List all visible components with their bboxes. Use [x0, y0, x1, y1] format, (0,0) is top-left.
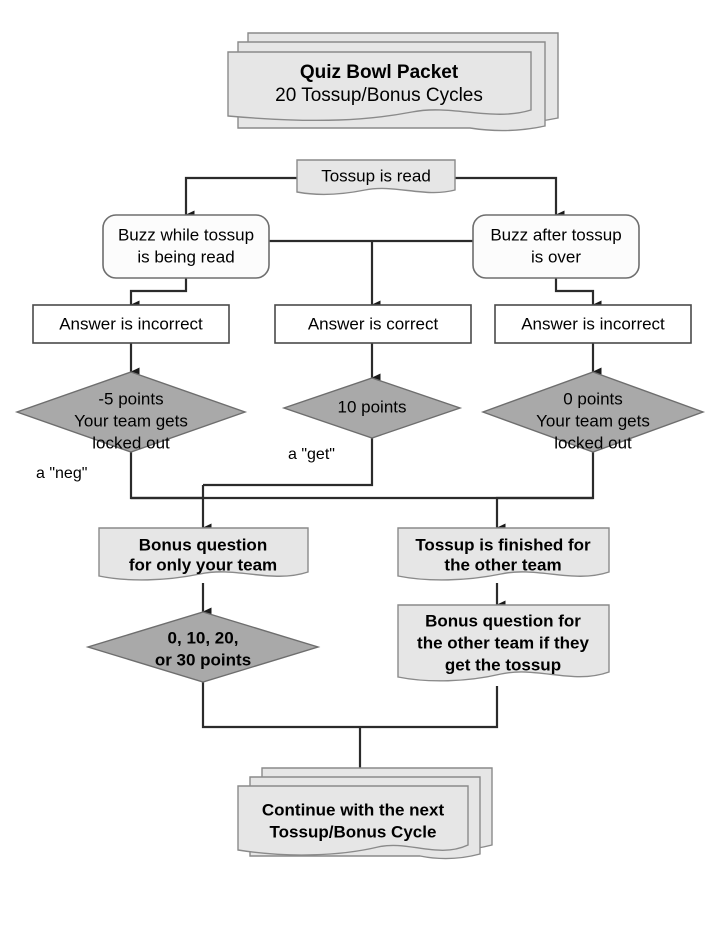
bonus-other-team-line1: Bonus question for [425, 611, 581, 630]
tossup-finished-line2: the other team [444, 555, 561, 574]
node-continue[interactable]: Continue with the next Tossup/Bonus Cycl… [237, 767, 493, 860]
buzz-after-shape [472, 214, 640, 279]
node-answer-incorrect-right[interactable]: Answer is incorrect [494, 304, 692, 344]
connector-buzzwhile-to-incorrect-left [129, 278, 188, 310]
get-points-shape [281, 377, 463, 439]
connector-get-to-bonusyourteam [203, 438, 374, 487]
bonus-your-team-line2: for only your team [129, 555, 277, 574]
neg-annotation-label: a "neg" [36, 465, 87, 482]
buzz-after-line2: is over [531, 247, 581, 266]
zero-points-line3: locked out [554, 433, 632, 452]
node-packet[interactable]: Quiz Bowl Packet 20 Tossup/Bonus Cycles [227, 32, 559, 132]
answer-incorrect-right-label: Answer is incorrect [521, 314, 665, 333]
neg-points-line3: locked out [92, 433, 170, 452]
node-buzz-while[interactable]: Buzz while tossup is being read [102, 214, 270, 279]
tossup-read-shape [296, 159, 456, 196]
connector-tossup-to-buzzafter [455, 176, 565, 220]
node-tossup-read[interactable]: Tossup is read [296, 159, 456, 196]
tossup-finished-shape [397, 527, 610, 581]
node-answer-incorrect-left[interactable]: Answer is incorrect [32, 304, 230, 344]
connector-buzzafter-to-incorrect-right [554, 278, 602, 310]
buzz-while-line1: Buzz while tossup [118, 225, 254, 244]
buzz-while-shape [102, 214, 270, 279]
zero-points-line1: 0 points [563, 389, 623, 408]
bonus-points-line2: or 30 points [155, 650, 251, 669]
get-annotation-label: a "get" [288, 446, 335, 463]
buzz-after-line1: Buzz after tossup [490, 225, 621, 244]
tossup-read-label: Tossup is read [321, 166, 431, 185]
answer-incorrect-left-shape [32, 304, 230, 344]
bonus-other-team-line3: get the tossup [445, 655, 561, 674]
answer-correct-label: Answer is correct [308, 314, 439, 333]
node-bonus-your-team[interactable]: Bonus question for only your team [98, 527, 309, 581]
continue-line1: Continue with the next [262, 800, 445, 819]
tossup-finished-line1: Tossup is finished for [415, 535, 591, 554]
answer-incorrect-right-shape [494, 304, 692, 344]
node-tossup-finished[interactable]: Tossup is finished for the other team [397, 527, 610, 581]
connector-tossup-to-buzzwhile [184, 176, 297, 220]
connector-zero-to-tossupfinished [495, 452, 595, 533]
neg-points-line1: -5 points [98, 389, 163, 408]
buzz-while-line2: is being read [137, 247, 234, 266]
packet-subtitle: 20 Tossup/Bonus Cycles [275, 85, 483, 106]
connector-bonuspoints-to-continue [201, 682, 360, 729]
bonus-other-team-line2: the other team if they [417, 633, 589, 652]
node-neg-points[interactable]: -5 points Your team gets locked out [14, 371, 248, 453]
neg-points-line2: Your team gets [74, 411, 188, 430]
bonus-your-team-shape [98, 527, 309, 581]
packet-front-sheet [227, 51, 532, 122]
connector-bonusother-to-continue [360, 686, 499, 729]
node-zero-points[interactable]: 0 points Your team gets locked out [480, 371, 706, 453]
connector-neg-to-bonusyourteam [129, 452, 203, 500]
continue-front-sheet [237, 785, 469, 856]
node-answer-correct[interactable]: Answer is correct [274, 304, 472, 344]
connector-layer [129, 176, 602, 785]
answer-correct-shape [274, 304, 472, 344]
answer-incorrect-left-label: Answer is incorrect [59, 314, 203, 333]
bonus-points-shape [85, 611, 321, 683]
zero-points-line2: Your team gets [536, 411, 650, 430]
neg-points-shape [14, 371, 248, 453]
node-get-points[interactable]: 10 points [281, 377, 463, 439]
continue-line2: Tossup/Bonus Cycle [270, 822, 437, 841]
node-buzz-after[interactable]: Buzz after tossup is over [472, 214, 640, 279]
zero-points-shape [480, 371, 706, 453]
get-points-line1: 10 points [338, 397, 407, 416]
packet-title: Quiz Bowl Packet [300, 62, 459, 83]
node-bonus-points[interactable]: 0, 10, 20, or 30 points [85, 611, 321, 683]
node-bonus-other-team[interactable]: Bonus question for the other team if the… [397, 604, 610, 682]
bonus-your-team-line1: Bonus question [139, 535, 267, 554]
bonus-points-line1: 0, 10, 20, [168, 628, 239, 647]
bonus-other-team-shape [397, 604, 610, 682]
